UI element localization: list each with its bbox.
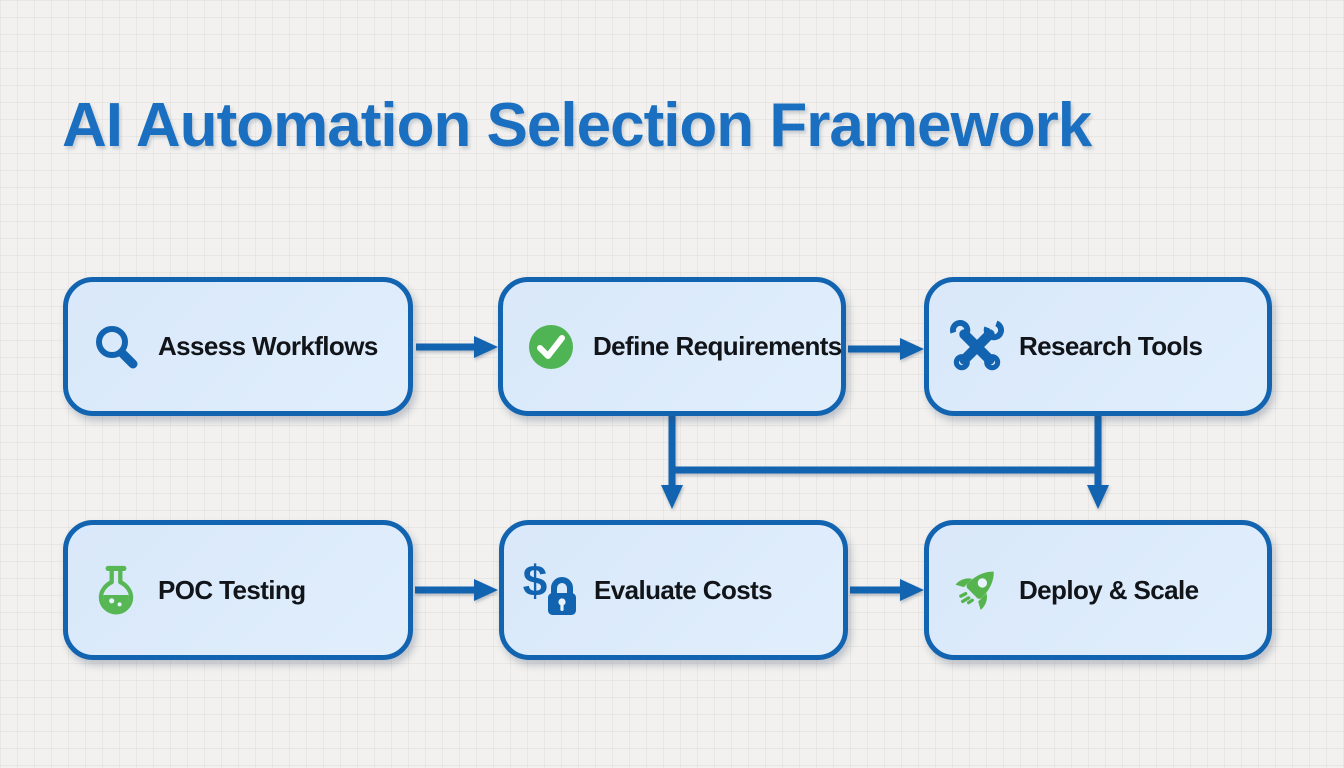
flow-node-poc-testing: POC Testing bbox=[63, 520, 413, 660]
flow-node-research-tools: Research Tools bbox=[924, 277, 1272, 416]
flow-node-evaluate-costs: $ Evaluate Costs bbox=[499, 520, 848, 660]
node-label: Define Requirements bbox=[593, 331, 842, 361]
crossed-wrenches-icon bbox=[949, 319, 1005, 375]
flow-node-assess-workflows: Assess Workflows bbox=[63, 277, 413, 416]
page-title: AI Automation Selection Framework bbox=[62, 91, 1092, 160]
dollar-lock-icon: $ bbox=[523, 557, 580, 618]
search-icon bbox=[88, 319, 144, 375]
lock-icon bbox=[548, 577, 577, 615]
flask-icon bbox=[88, 562, 144, 618]
node-label: Deploy & Scale bbox=[1019, 574, 1199, 605]
check-circle-icon bbox=[523, 319, 579, 375]
flow-node-define-requirements: Define Requirements bbox=[498, 277, 846, 416]
node-label: Assess Workflows bbox=[158, 331, 378, 361]
rocket-icon bbox=[949, 562, 1005, 618]
node-label: Research Tools bbox=[1019, 331, 1203, 361]
flow-node-deploy-scale: Deploy & Scale bbox=[924, 520, 1272, 660]
dollar-sign: $ bbox=[522, 557, 548, 606]
node-label: Evaluate Costs bbox=[594, 574, 773, 605]
node-label: POC Testing bbox=[158, 574, 306, 605]
